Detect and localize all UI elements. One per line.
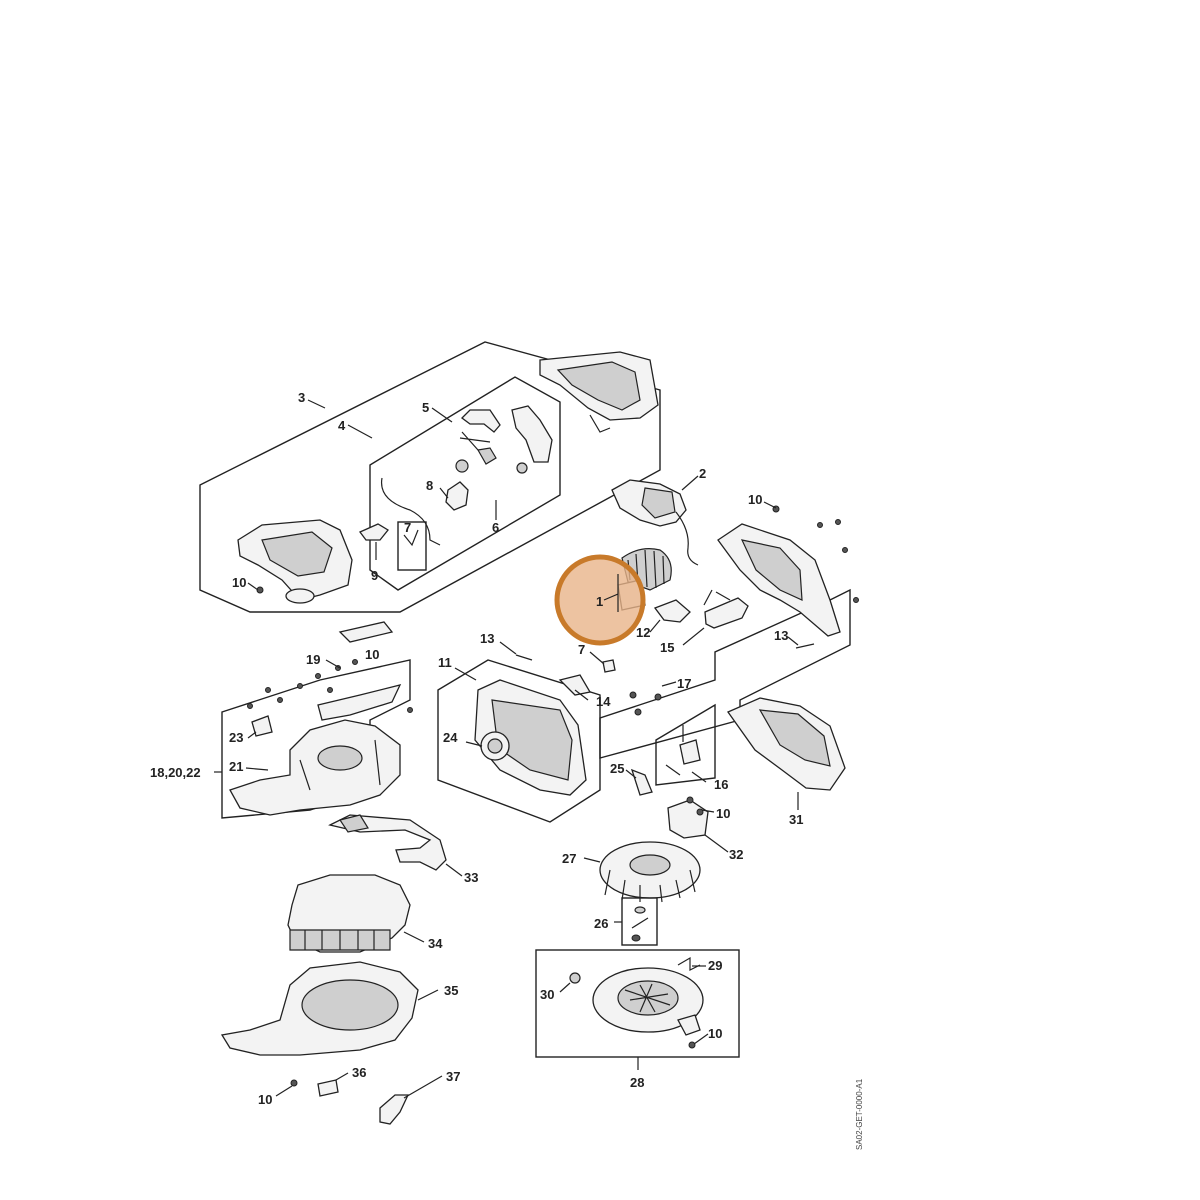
- label-30[interactable]: 30: [540, 987, 554, 1002]
- screws-17[interactable]: [629, 691, 662, 716]
- highlight-marker: [554, 554, 646, 646]
- contact-15[interactable]: [703, 589, 749, 629]
- label-24[interactable]: [480, 731, 510, 761]
- battery-31[interactable]: [727, 697, 846, 791]
- label-37[interactable]: 37: [446, 1069, 460, 1084]
- assembly-frame-7: [397, 521, 427, 571]
- housing-shell-top[interactable]: [539, 351, 659, 433]
- label-19[interactable]: 19: [306, 652, 320, 667]
- label-14[interactable]: 14: [596, 694, 611, 709]
- cable-harness-2[interactable]: [611, 479, 699, 566]
- fan-wheel-27[interactable]: [599, 841, 701, 903]
- clip-37[interactable]: [379, 1094, 410, 1125]
- trigger-6[interactable]: [511, 405, 553, 474]
- label-13a[interactable]: 13: [480, 631, 494, 646]
- drawing-code: SA02-GET-0000-A1: [855, 1078, 864, 1150]
- assembly-frame-16: [655, 703, 716, 786]
- label-36[interactable]: 36: [352, 1065, 366, 1080]
- label-10e[interactable]: 10: [708, 1026, 722, 1041]
- filter-19[interactable]: [338, 621, 394, 643]
- label-16[interactable]: 16: [714, 777, 728, 792]
- seal-21a[interactable]: [317, 684, 402, 721]
- assembly-frame-4: [369, 376, 561, 591]
- label-31[interactable]: 31: [789, 812, 803, 827]
- assembly-frame-3: [199, 341, 661, 613]
- spring-30[interactable]: [569, 972, 581, 984]
- label-28[interactable]: 28: [630, 1075, 644, 1090]
- label-33[interactable]: 33: [464, 870, 478, 885]
- label-1[interactable]: 1: [596, 594, 603, 609]
- label-11[interactable]: 11: [438, 655, 452, 670]
- label-9[interactable]: 9: [371, 568, 378, 583]
- lever-14[interactable]: [558, 674, 592, 696]
- label-3[interactable]: 3: [298, 390, 305, 405]
- fan-housing-21[interactable]: [229, 719, 401, 816]
- label-29[interactable]: 29: [708, 958, 722, 973]
- housing-half-left[interactable]: [237, 519, 353, 604]
- label-7a[interactable]: 7: [404, 520, 411, 535]
- clip-7a[interactable]: [403, 529, 419, 547]
- label-6[interactable]: 6: [492, 520, 499, 535]
- label-7b[interactable]: 7: [578, 642, 585, 657]
- nut-26[interactable]: [631, 906, 649, 942]
- seal-36[interactable]: [317, 1079, 339, 1097]
- screw-10f[interactable]: [290, 1079, 298, 1087]
- fan-cover-28[interactable]: [592, 967, 704, 1036]
- label-15[interactable]: 15: [660, 640, 674, 655]
- battery-cover-11[interactable]: [474, 679, 587, 796]
- clip-29[interactable]: [677, 956, 701, 971]
- clip-25[interactable]: [630, 768, 653, 796]
- screws-10[interactable]: [256, 505, 859, 1049]
- switch-lever-5[interactable]: [461, 409, 501, 433]
- label-32[interactable]: 32: [729, 847, 743, 862]
- latch-16[interactable]: [665, 725, 701, 776]
- label-10f[interactable]: 10: [258, 1092, 272, 1107]
- leader-lines: [214, 399, 799, 1099]
- housing-half-right[interactable]: [717, 523, 841, 637]
- label-23[interactable]: 23: [229, 730, 243, 745]
- label-17[interactable]: 17: [677, 676, 691, 691]
- label-25[interactable]: 25: [610, 761, 624, 776]
- assembly-frame-11: [437, 659, 601, 823]
- label-13b[interactable]: 13: [774, 628, 788, 643]
- label-4[interactable]: 4: [338, 418, 346, 433]
- lower-housing-35[interactable]: [220, 961, 419, 1056]
- switch-8[interactable]: [380, 477, 469, 546]
- pin-13b[interactable]: [795, 643, 815, 649]
- label-10d[interactable]: 10: [716, 806, 730, 821]
- spring-rod[interactable]: [455, 431, 497, 473]
- label-24[interactable]: 24: [443, 730, 458, 745]
- pin-13a[interactable]: [515, 654, 533, 661]
- plug-7b[interactable]: [602, 659, 616, 673]
- label-10c[interactable]: 10: [365, 647, 379, 662]
- label-2[interactable]: 2: [699, 466, 706, 481]
- shroud-ring-34[interactable]: [287, 874, 411, 953]
- label-21[interactable]: 21: [229, 759, 243, 774]
- latch-32[interactable]: [667, 799, 709, 839]
- clip-9[interactable]: [358, 523, 389, 541]
- tab-23[interactable]: [251, 715, 273, 737]
- label-8[interactable]: 8: [426, 478, 433, 493]
- label-12[interactable]: 12: [636, 625, 650, 640]
- assembly-frame-18-20-22: [221, 659, 411, 819]
- bracket-12[interactable]: [653, 599, 691, 623]
- handle-33[interactable]: [328, 814, 447, 871]
- label-26[interactable]: 26: [594, 916, 608, 931]
- label-18-20-22[interactable]: 18,20,22: [150, 765, 201, 780]
- callout-labels: 1 2 3 4 5 6 7 7 8 9 10 10 10 10 10 10 11…: [150, 390, 803, 1107]
- label-35[interactable]: 35: [444, 983, 458, 998]
- label-34[interactable]: 34: [428, 936, 443, 951]
- label-27[interactable]: 27: [562, 851, 576, 866]
- label-10b[interactable]: 10: [232, 575, 246, 590]
- label-5[interactable]: 5: [422, 400, 429, 415]
- label-10a[interactable]: 10: [748, 492, 762, 507]
- screws-19[interactable]: [247, 659, 413, 713]
